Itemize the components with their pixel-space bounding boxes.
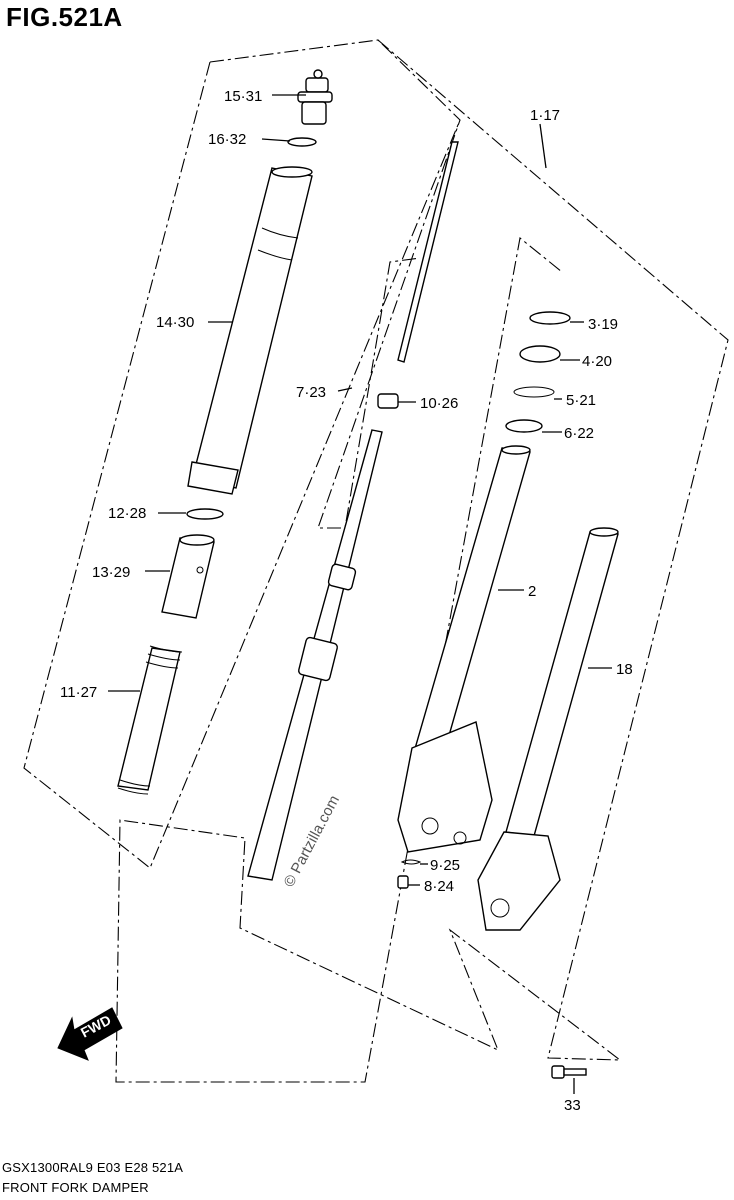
callout-16-32: 16·32 bbox=[208, 131, 246, 148]
callout-14-30: 14·30 bbox=[156, 314, 194, 331]
callout-2: 2 bbox=[528, 583, 536, 600]
footer-caption: FRONT FORK DAMPER bbox=[2, 1180, 149, 1195]
callout-10-26: 10·26 bbox=[420, 395, 458, 412]
fork-leg-part[interactable] bbox=[397, 445, 531, 853]
o-ring-part[interactable] bbox=[287, 137, 317, 147]
callout-4-20: 4·20 bbox=[582, 353, 612, 370]
callout-15-31: 15·31 bbox=[224, 88, 262, 105]
assembly-outline-main bbox=[115, 39, 729, 1083]
seal-spacer-part[interactable] bbox=[505, 419, 543, 433]
fork-leg-right-part[interactable] bbox=[477, 527, 619, 931]
outer-tube-part[interactable] bbox=[187, 166, 313, 495]
assembly-outline-lower-left bbox=[23, 61, 461, 869]
callout-3-19: 3·19 bbox=[588, 316, 618, 333]
stopper-ring-part[interactable] bbox=[513, 386, 555, 398]
callout-13-29: 13·29 bbox=[92, 564, 130, 581]
callout-7-23: 7·23 bbox=[296, 384, 326, 401]
gasket-part[interactable] bbox=[400, 859, 422, 865]
callout-8-24: 8·24 bbox=[424, 878, 454, 895]
callout-12-28: 12·28 bbox=[108, 505, 146, 522]
leader-lines bbox=[108, 94, 612, 1094]
callout-11-27: 11·27 bbox=[60, 684, 97, 701]
assembly-outline-left bbox=[209, 39, 461, 529]
callout-5-21: 5·21 bbox=[566, 392, 596, 409]
callout-33: 33 bbox=[564, 1097, 581, 1114]
forward-arrow-icon: FWD bbox=[57, 1007, 123, 1061]
figure-title: FIG.521A bbox=[6, 2, 123, 32]
dust-seal-part[interactable] bbox=[529, 311, 571, 325]
spring-part[interactable] bbox=[117, 645, 183, 795]
oil-seal-part[interactable] bbox=[519, 345, 561, 363]
callout-18: 18 bbox=[616, 661, 633, 678]
damper-cartridge-part[interactable] bbox=[247, 429, 383, 881]
washer-part[interactable] bbox=[186, 508, 224, 520]
callout-9-25: 9·25 bbox=[430, 857, 460, 874]
cap-bolt-part[interactable] bbox=[297, 69, 333, 125]
drain-bolt-part[interactable] bbox=[397, 875, 409, 889]
lock-nut-part[interactable] bbox=[377, 393, 399, 409]
spacer-part[interactable] bbox=[161, 534, 215, 619]
axle-bolt-part[interactable] bbox=[551, 1065, 587, 1079]
damper-rod-part[interactable] bbox=[397, 141, 459, 363]
callout-1-17: 1·17 bbox=[530, 107, 560, 124]
callout-6-22: 6·22 bbox=[564, 425, 594, 442]
footer-model-line: GSX1300RAL9 E03 E28 521A bbox=[2, 1160, 184, 1175]
